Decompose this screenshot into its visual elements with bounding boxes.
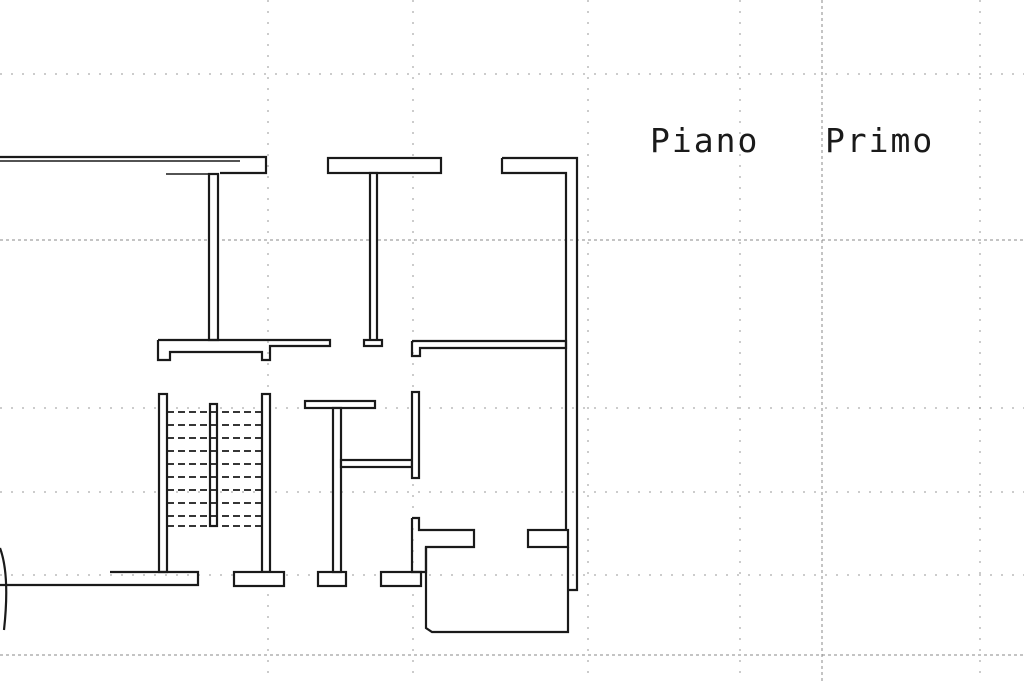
wall-right-outer <box>500 156 579 592</box>
wall-left-edge-arc <box>0 547 8 631</box>
wall-room-divider <box>410 339 568 358</box>
wall-partition-left <box>156 172 332 362</box>
plan-title: Piano Primo <box>650 121 935 160</box>
wall-partition-center <box>303 390 421 574</box>
staircase <box>157 392 272 574</box>
balcony <box>424 547 570 634</box>
wall-top-center <box>326 156 443 348</box>
wall-entry <box>410 516 570 574</box>
wall-top-left <box>0 155 268 175</box>
wall-bottom <box>0 570 423 588</box>
